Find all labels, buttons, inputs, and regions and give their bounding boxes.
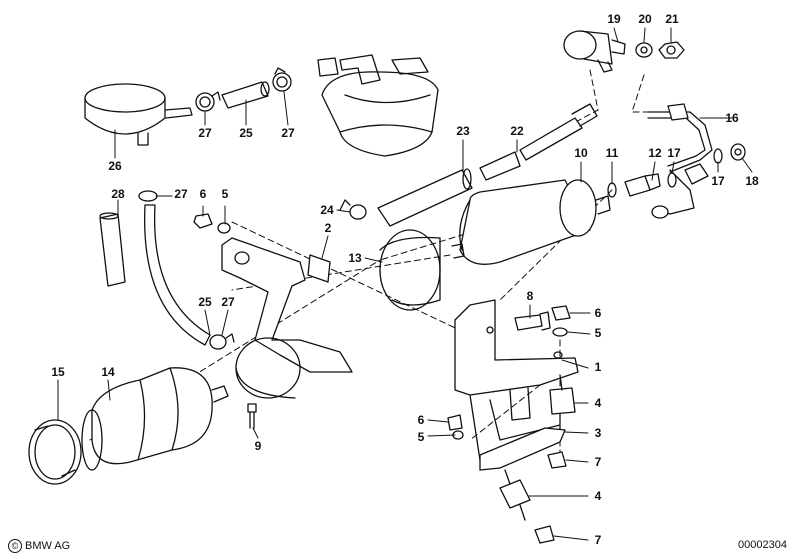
callout-23: 23 bbox=[456, 124, 470, 138]
callout-20: 20 bbox=[638, 12, 652, 26]
leader-lines bbox=[57, 27, 753, 541]
strainer-28 bbox=[99, 212, 126, 287]
callout-17-b: 17 bbox=[711, 174, 725, 188]
callout-21: 21 bbox=[665, 12, 679, 26]
copyright-icon: © bbox=[8, 539, 22, 553]
ring-15 bbox=[28, 419, 82, 485]
copyright-text: BMW AG bbox=[25, 540, 71, 552]
callout-13: 13 bbox=[348, 251, 362, 265]
fuel-line-16 bbox=[647, 103, 713, 219]
callout-22: 22 bbox=[510, 124, 524, 138]
nut-7-lower bbox=[534, 525, 555, 544]
nut-6-lower bbox=[447, 414, 463, 431]
fuel-pickup-assembly bbox=[317, 54, 439, 157]
rubber-mount-4-upper bbox=[549, 374, 576, 425]
nut-6-left bbox=[193, 213, 213, 229]
banjo-bolt bbox=[684, 163, 709, 185]
callout-12: 12 bbox=[648, 146, 662, 160]
bolt-9 bbox=[247, 403, 257, 429]
callout-6-b: 6 bbox=[594, 306, 602, 320]
hose-23 bbox=[377, 168, 473, 227]
cap-18 bbox=[730, 143, 746, 161]
copyright-notice: © BMW AG bbox=[8, 539, 70, 553]
hose-25-long bbox=[143, 204, 211, 346]
callout-7-a: 7 bbox=[594, 455, 602, 469]
hose-clamp-top-left bbox=[195, 91, 221, 112]
clamp-27-mid bbox=[138, 190, 158, 202]
nut-7-upper bbox=[547, 451, 567, 469]
callout-3: 3 bbox=[594, 426, 602, 440]
callout-2: 2 bbox=[324, 221, 332, 235]
washer-17b bbox=[713, 148, 723, 164]
callout-14: 14 bbox=[101, 365, 115, 379]
short-hose-top bbox=[221, 81, 270, 109]
nut-21 bbox=[658, 41, 685, 59]
washer-20 bbox=[635, 42, 653, 58]
callout-18: 18 bbox=[745, 174, 759, 188]
callout-28: 28 bbox=[111, 187, 125, 201]
hose-clamp-top-right bbox=[272, 67, 292, 92]
callout-4-a: 4 bbox=[594, 396, 602, 410]
callout-15: 15 bbox=[51, 365, 65, 379]
washer-17a bbox=[667, 172, 677, 188]
callout-10: 10 bbox=[574, 146, 588, 160]
pump-strap-13 bbox=[379, 229, 441, 311]
bracket-2 bbox=[221, 237, 353, 373]
callout-16: 16 bbox=[725, 111, 739, 125]
washer-5-right bbox=[552, 327, 568, 337]
callout-17-a: 17 bbox=[667, 146, 681, 160]
callout-5-c: 5 bbox=[417, 430, 425, 444]
callout-5-b: 5 bbox=[594, 326, 602, 340]
rubber-mount-4-lower bbox=[499, 469, 531, 521]
callout-24: 24 bbox=[320, 203, 334, 217]
union-12 bbox=[624, 173, 661, 197]
fuel-line-22 bbox=[479, 103, 598, 181]
clamp-27-lower bbox=[209, 333, 235, 350]
callout-6-c: 6 bbox=[417, 413, 425, 427]
callout-27-c: 27 bbox=[174, 187, 188, 201]
hose-clamp-24 bbox=[339, 199, 367, 220]
bolt-8 bbox=[514, 311, 551, 331]
washer-5-left bbox=[217, 222, 231, 234]
callout-27-a: 27 bbox=[198, 126, 212, 140]
callout-25-b: 25 bbox=[198, 295, 212, 309]
callout-25-a: 25 bbox=[239, 126, 253, 140]
callout-8: 8 bbox=[526, 289, 534, 303]
callout-6-a: 6 bbox=[199, 187, 207, 201]
callout-26: 26 bbox=[108, 159, 122, 173]
callout-1: 1 bbox=[594, 360, 602, 374]
diagram-number: 00002304 bbox=[738, 539, 787, 551]
strap-lower bbox=[235, 337, 301, 399]
callout-7-b: 7 bbox=[594, 533, 602, 547]
pressure-regulator bbox=[563, 30, 626, 73]
callout-9: 9 bbox=[254, 439, 262, 453]
callout-27-b: 27 bbox=[281, 126, 295, 140]
rubber-boot-14 bbox=[81, 367, 229, 471]
callout-27-d: 27 bbox=[221, 295, 235, 309]
bracket-3 bbox=[479, 427, 566, 471]
fuel-pump bbox=[451, 179, 611, 265]
callout-11: 11 bbox=[605, 146, 619, 160]
callout-5-a: 5 bbox=[221, 187, 229, 201]
nut-6-right bbox=[551, 305, 571, 321]
pressure-damper bbox=[84, 83, 193, 146]
callout-4-b: 4 bbox=[594, 489, 602, 503]
callout-19: 19 bbox=[607, 12, 621, 26]
